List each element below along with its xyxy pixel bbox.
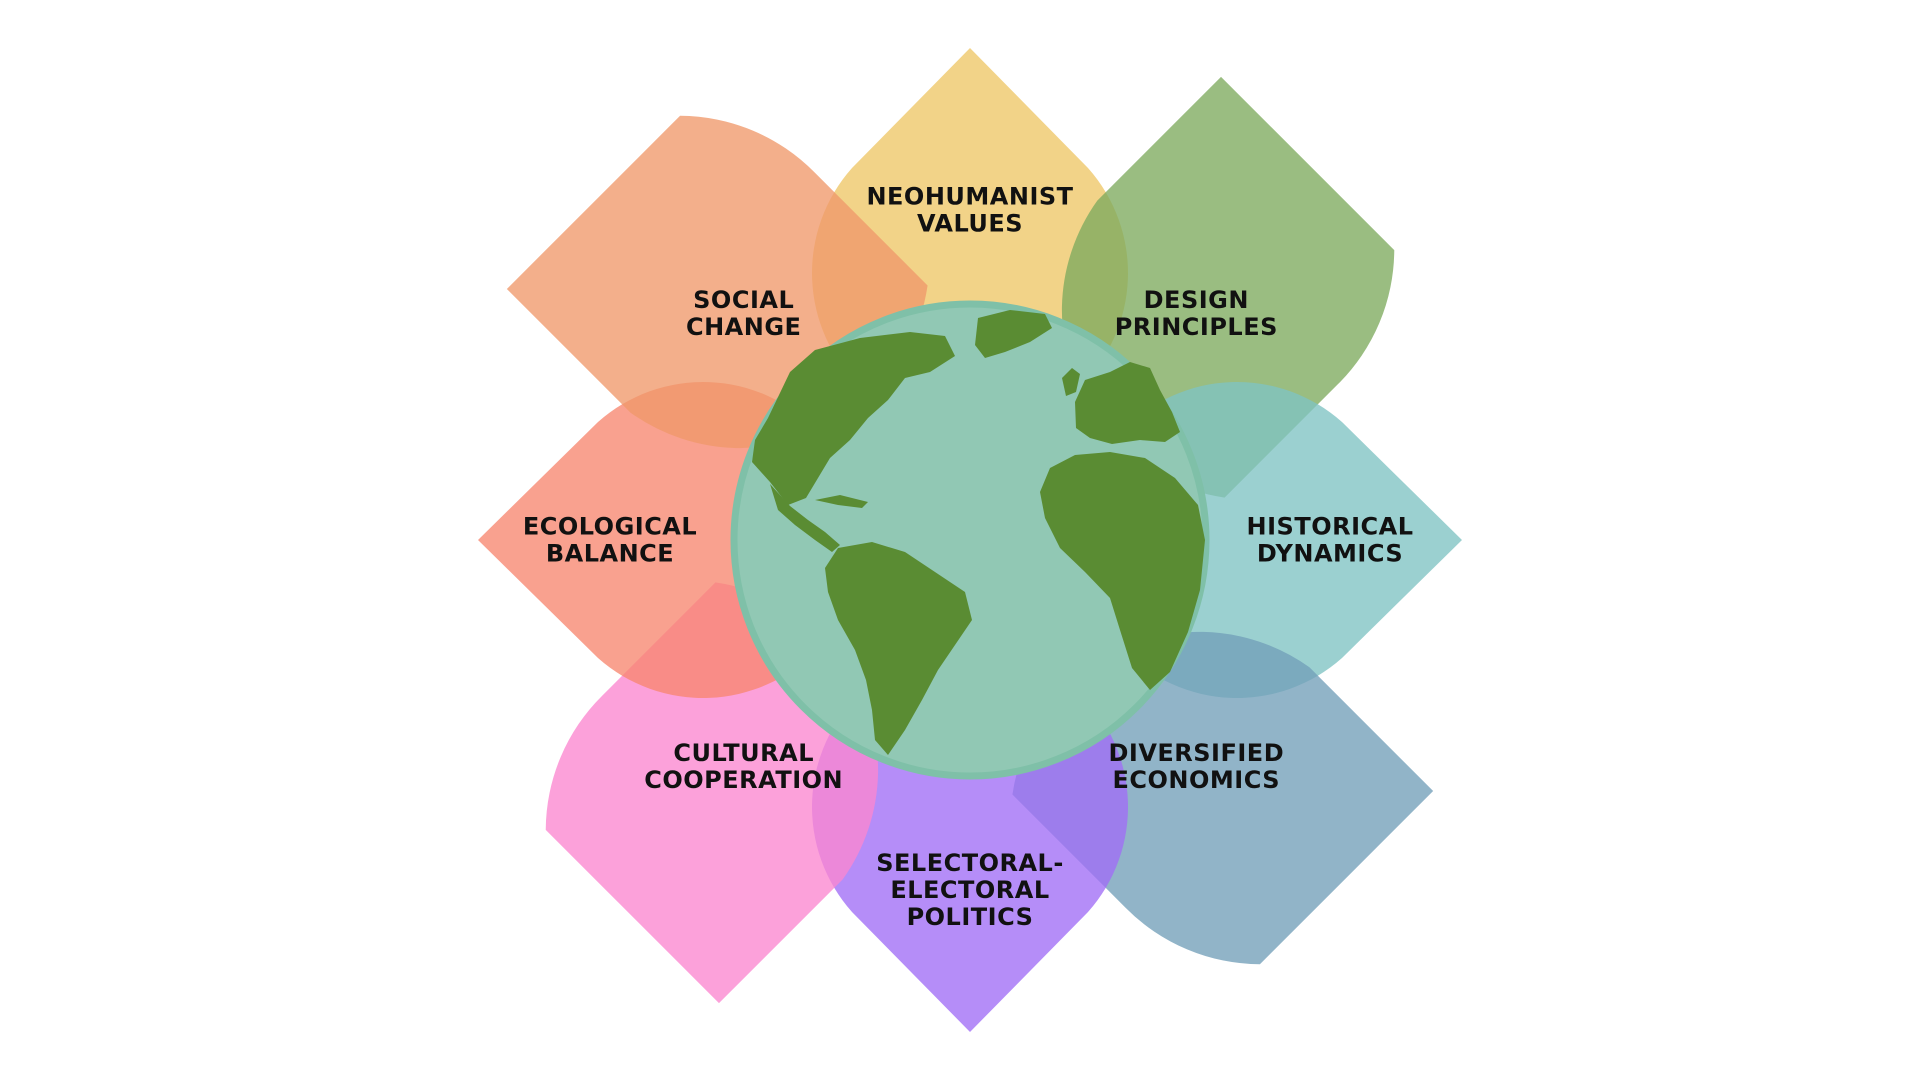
label-line: COOPERATION	[644, 766, 843, 794]
label-line: SOCIAL	[693, 286, 794, 314]
label-line: CHANGE	[686, 313, 801, 341]
label-line: POLITICS	[907, 903, 1034, 931]
label-line: ECONOMICS	[1113, 766, 1281, 794]
continent-greenland	[975, 310, 1052, 358]
caribbean-islands	[815, 495, 868, 508]
globe-continents	[752, 310, 1205, 755]
label-line: HISTORICAL	[1247, 513, 1414, 541]
label-line: ELECTORAL	[890, 876, 1049, 904]
continent-south-america	[825, 542, 972, 755]
label-line: ECOLOGICAL	[523, 513, 697, 541]
continent-north-america	[752, 332, 955, 505]
island-britain	[1062, 368, 1080, 396]
continent-europe	[1075, 362, 1180, 444]
label-line: DYNAMICS	[1257, 540, 1403, 568]
globe-icon	[730, 300, 1210, 780]
continent-central-america	[770, 484, 840, 552]
continent-africa	[1040, 452, 1205, 690]
label-line: VALUES	[917, 210, 1023, 238]
label-line: SELECTORAL-	[876, 849, 1064, 877]
label-line: CULTURAL	[673, 739, 814, 767]
label-line: DESIGN	[1144, 286, 1249, 314]
label-line: BALANCE	[546, 540, 674, 568]
label-line: NEOHUMANIST	[866, 183, 1073, 211]
label-line: DIVERSIFIED	[1108, 739, 1284, 767]
label-line: PRINCIPLES	[1115, 313, 1278, 341]
